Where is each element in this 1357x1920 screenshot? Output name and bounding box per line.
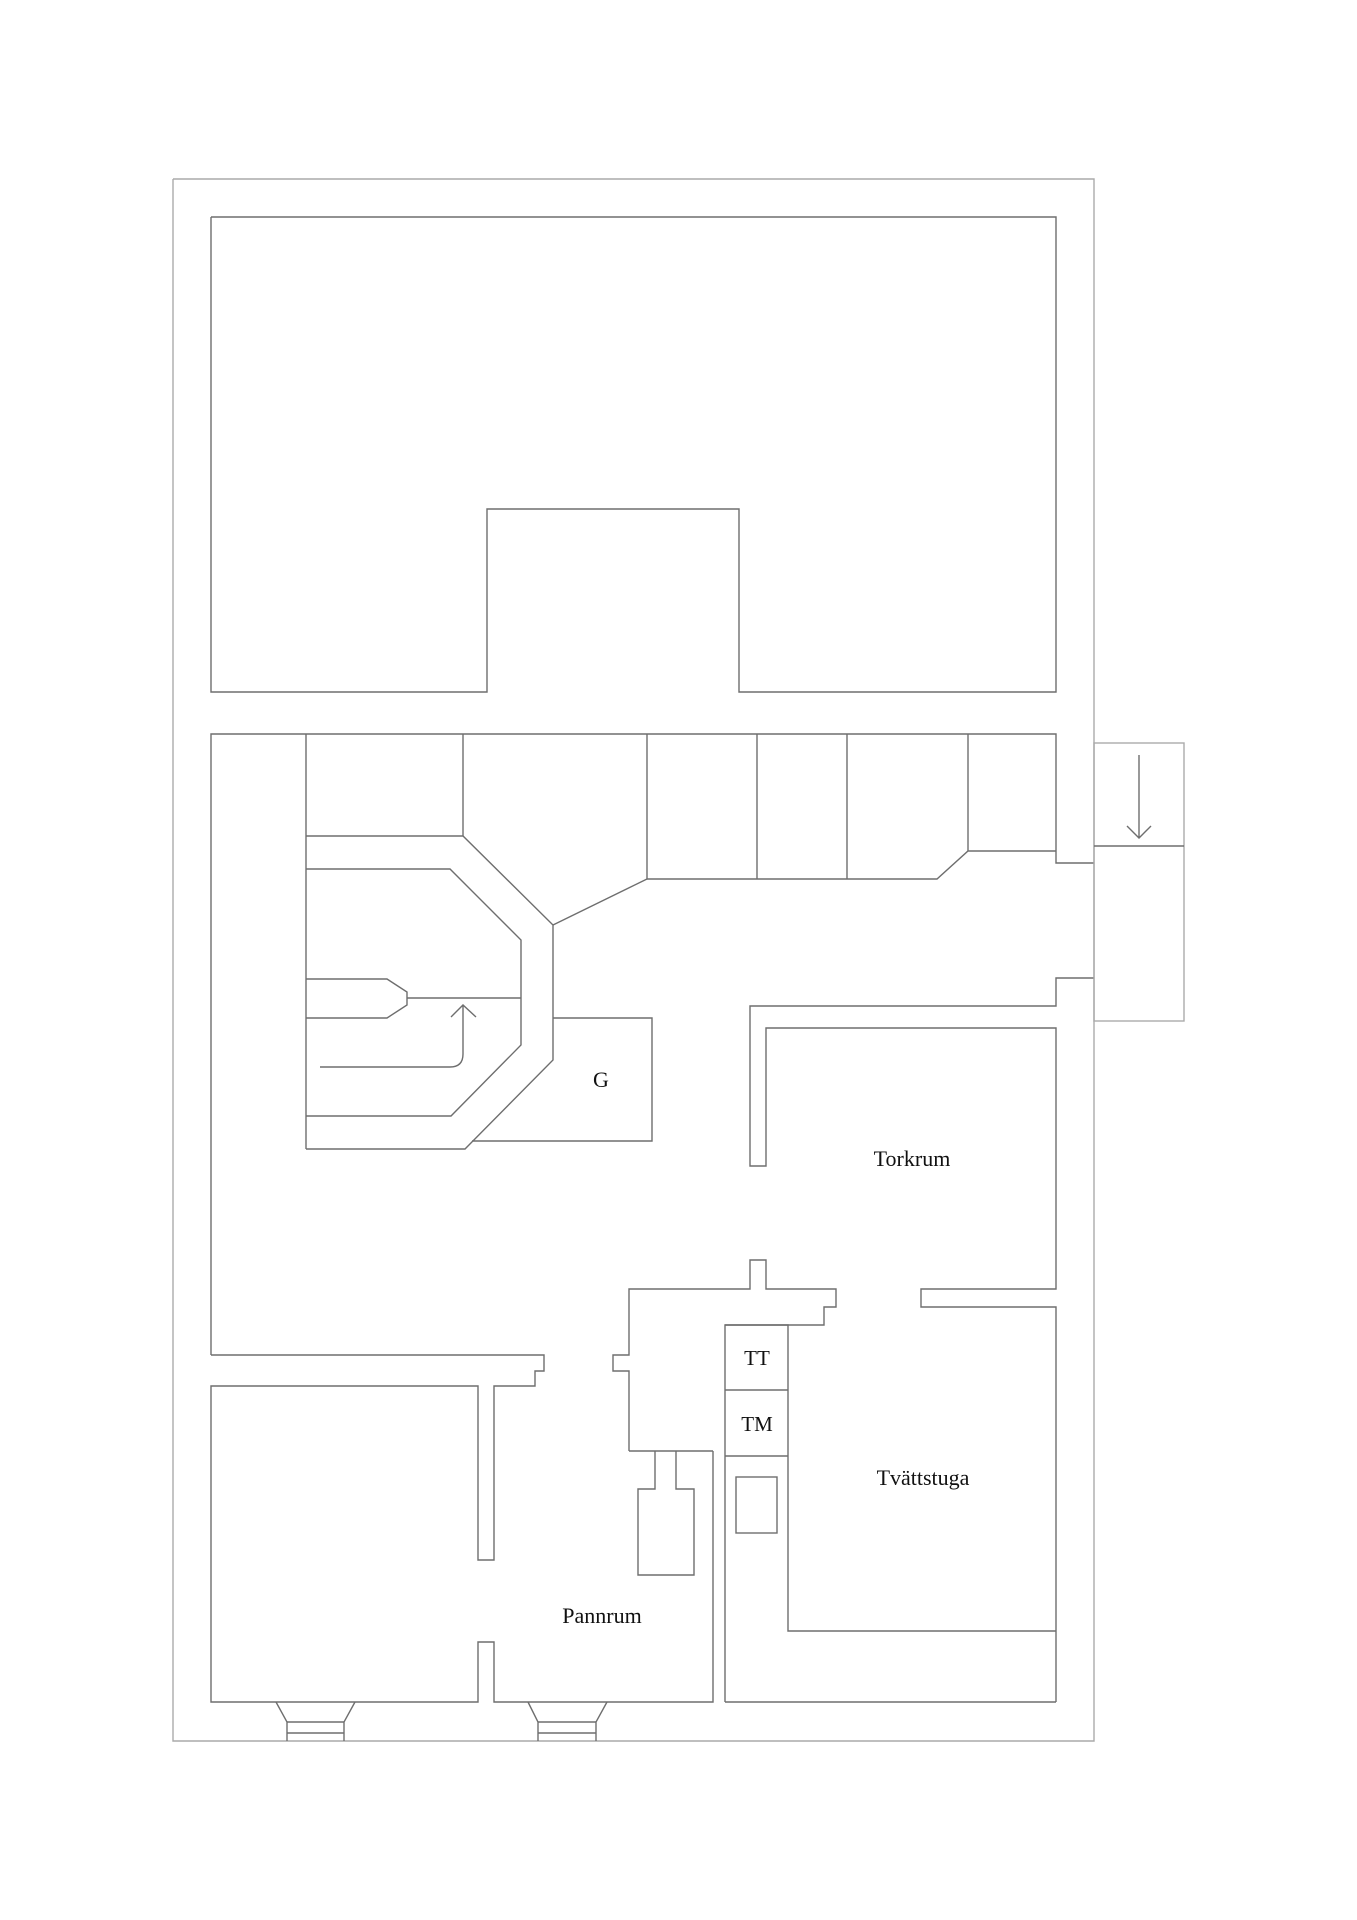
- label-pannrum: Pannrum: [562, 1603, 641, 1628]
- outer-wall: [172, 178, 1095, 1742]
- boiler: [637, 1451, 695, 1576]
- label-tvattstuga: Tvättstuga: [877, 1465, 970, 1490]
- entrance-arrow-down-icon: [1126, 755, 1152, 839]
- exterior-entrance: [1093, 742, 1185, 1022]
- stair-arrow-up-icon: [320, 1004, 477, 1068]
- central-block: [612, 1259, 837, 1451]
- label-g: G: [593, 1067, 609, 1092]
- laundry-machines: [724, 1324, 1056, 1703]
- middle-wall-right-lower: [749, 977, 1094, 1702]
- g-box: [472, 1017, 653, 1142]
- label-torkrum: Torkrum: [874, 1146, 951, 1171]
- staircase: [306, 835, 554, 1150]
- storage-units: [305, 734, 1056, 1149]
- label-tt: TT: [744, 1346, 770, 1370]
- window-right: [527, 1701, 608, 1741]
- top-room-wall: [210, 216, 1057, 693]
- window-left: [275, 1701, 356, 1741]
- middle-wall-top: [210, 733, 1094, 1355]
- pannrum-top-wall: [210, 1354, 714, 1703]
- label-tm: TM: [741, 1412, 773, 1436]
